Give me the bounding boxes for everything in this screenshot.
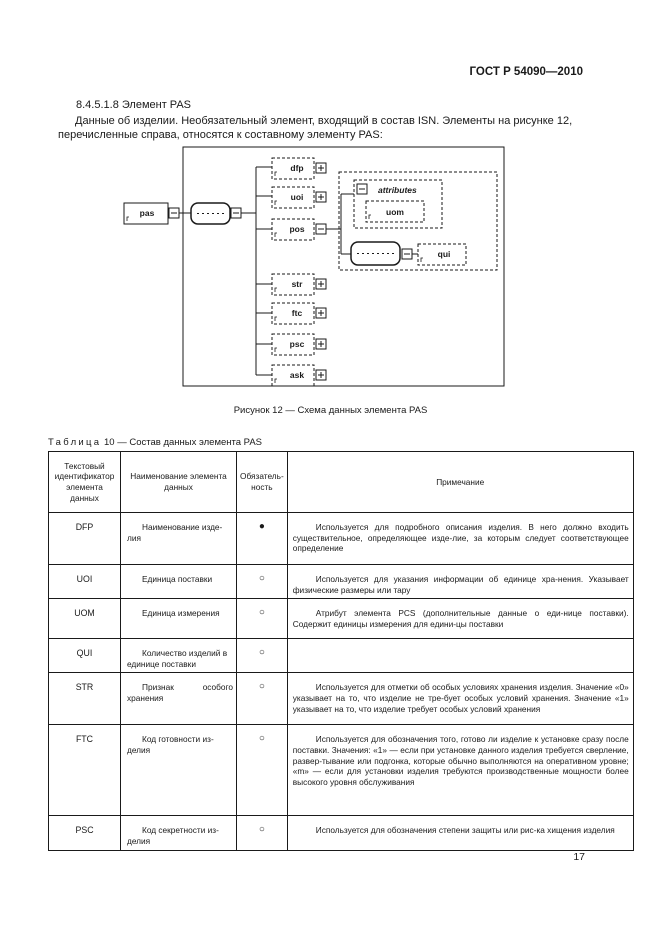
- diagram-root-label: pas: [140, 208, 155, 218]
- cell-note: Используется для обозначения степени защ…: [286, 815, 634, 851]
- schema-diagram: pas dfp uoi pos str ftc psc ask uom qui …: [123, 146, 505, 387]
- cell-note: Используется для указания информации об …: [286, 563, 634, 600]
- cell-id: QUI: [48, 638, 121, 674]
- table-row: STR Признак особого хранения ○ Используе…: [48, 672, 634, 726]
- section-title: 8.4.5.1.8 Элемент PAS: [76, 99, 191, 111]
- header-id: Текстовый идентификатор элемента данных: [48, 451, 121, 513]
- cell-id: DFP: [48, 512, 121, 565]
- cell-id: FTC: [48, 724, 121, 817]
- table-caption: Таблица 10 — Состав данных элемента PAS: [48, 437, 262, 448]
- table-caption-text: 10 — Состав данных элемента PAS: [101, 437, 262, 448]
- diagram-attributes-label: attributes: [378, 185, 417, 195]
- cell-required: ○: [236, 724, 288, 817]
- standard-header: ГОСТ Р 54090—2010: [469, 66, 583, 78]
- cell-name: Количество изделий в единице поставки: [120, 638, 237, 674]
- diagram-child-label: str: [292, 279, 304, 289]
- cell-note: Атрибут элемента PCS (дополнительные дан…: [286, 598, 634, 640]
- diagram-child-label: dfp: [290, 163, 303, 173]
- table-row: FTC Код готовности из-делия ○ Использует…: [48, 724, 634, 817]
- cell-id: PSC: [48, 815, 121, 851]
- table-caption-prefix: Таблица: [48, 437, 102, 448]
- cell-required: ○: [236, 598, 288, 640]
- cell-note: Используется для подробного описания изд…: [286, 512, 634, 565]
- diagram-child-label: pos: [289, 224, 304, 234]
- table-row: UOM Единица измерения ○ Атрибут элемента…: [48, 598, 634, 640]
- cell-name: Единица поставки: [120, 563, 237, 600]
- cell-note: Используется для обозначения того, готов…: [286, 724, 634, 817]
- cell-required: ○: [236, 815, 288, 851]
- table-header-row: Текстовый идентификатор элемента данных …: [48, 451, 634, 513]
- cell-note: Используется для отметки об особых услов…: [286, 672, 634, 726]
- header-note: Примечание: [286, 451, 634, 513]
- table-row: QUI Количество изделий в единице поставк…: [48, 638, 634, 674]
- table-row: PSC Код секретности из-делия ○ Используе…: [48, 815, 634, 851]
- figure-caption: Рисунок 12 — Схема данных элемента PAS: [233, 405, 428, 416]
- diagram-child-label: ask: [290, 370, 304, 380]
- cell-name: Наименование изде-лия: [120, 512, 237, 565]
- header-name: Наименование элемента данных: [120, 451, 237, 513]
- diagram-child-label: ftc: [292, 308, 303, 318]
- cell-note: [286, 638, 634, 674]
- cell-id: UOM: [48, 598, 121, 640]
- table-row: DFP Наименование изде-лия ● Используется…: [48, 512, 634, 565]
- cell-id: STR: [48, 672, 121, 726]
- cell-name: Код секретности из-делия: [120, 815, 237, 851]
- header-required: Обязатель-ность: [236, 451, 288, 513]
- cell-required: ●: [236, 512, 288, 565]
- diagram-nested-label: qui: [438, 249, 451, 259]
- cell-name: Признак особого хранения: [120, 672, 237, 726]
- page-number: 17: [573, 851, 585, 863]
- section-paragraph: Данные об изделии. Необязательный элемен…: [58, 115, 573, 141]
- cell-required: ○: [236, 563, 288, 600]
- cell-id: UOI: [48, 563, 121, 600]
- cell-required: ○: [236, 638, 288, 674]
- table-row: UOI Единица поставки ○ Используется для …: [48, 563, 634, 600]
- diagram-child-label: uoi: [291, 192, 304, 202]
- diagram-attribute-label: uom: [386, 207, 404, 217]
- cell-required: ○: [236, 672, 288, 726]
- cell-name: Единица измерения: [120, 598, 237, 640]
- cell-name: Код готовности из-делия: [120, 724, 237, 817]
- diagram-child-label: psc: [290, 339, 305, 349]
- data-table: Текстовый идентификатор элемента данных …: [48, 451, 634, 851]
